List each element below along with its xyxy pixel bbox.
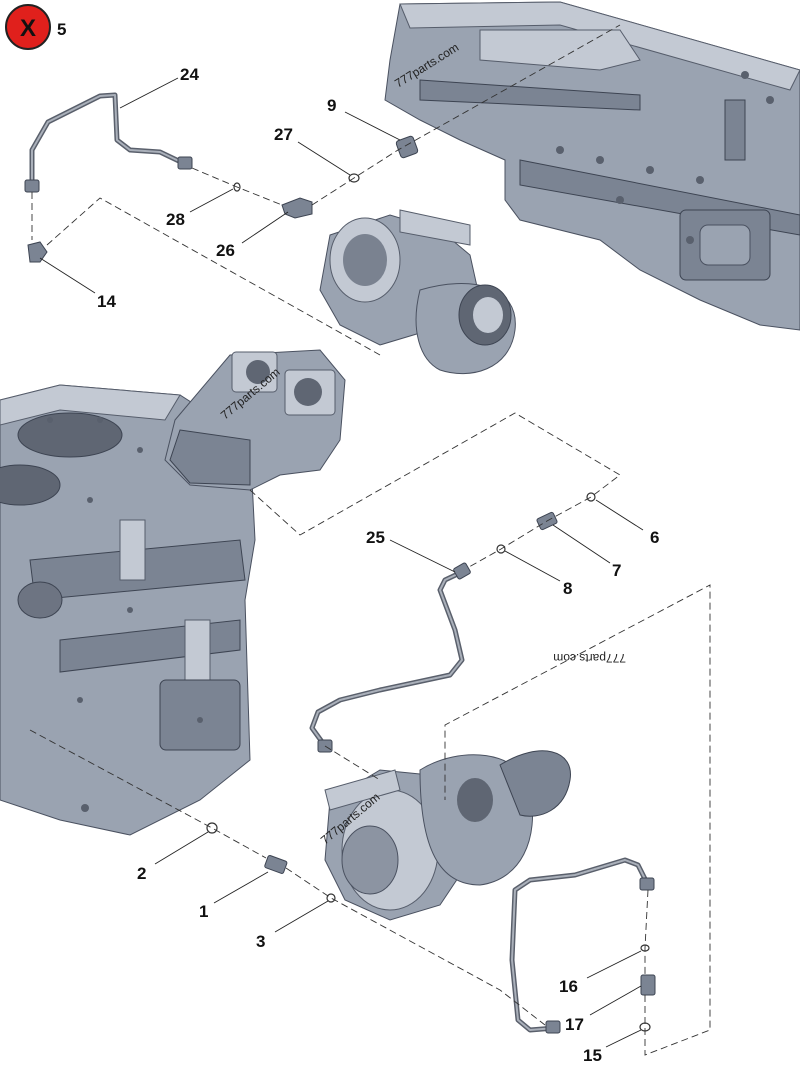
badge-label: 5 <box>57 20 66 39</box>
callout-7: 7 <box>612 561 621 580</box>
callout-26: 26 <box>216 241 235 260</box>
callout-2: 2 <box>137 864 146 883</box>
turbocharger-lower <box>324 750 571 921</box>
callout-17: 17 <box>565 1015 584 1034</box>
union-16-17 <box>640 974 656 996</box>
callout-24: 24 <box>180 65 199 84</box>
callout-1: 1 <box>199 902 208 921</box>
engine-block-lower <box>0 384 256 836</box>
oil-pipe-24 <box>24 92 193 193</box>
callout-28: 28 <box>166 210 185 229</box>
badge-circle <box>5 4 51 50</box>
union-1 <box>264 855 288 874</box>
elbow-fitting-26 <box>281 197 313 219</box>
union-9 <box>395 135 419 159</box>
callout-8: 8 <box>563 579 572 598</box>
callout-labels: 24 9 27 28 26 14 25 6 7 8 2 1 3 16 17 15 <box>97 65 659 1065</box>
engine-block-upper <box>384 1 800 331</box>
callout-25: 25 <box>366 528 385 547</box>
callout-9: 9 <box>327 96 336 115</box>
manifold-adapter <box>164 349 346 491</box>
turbocharger-upper <box>319 209 516 375</box>
callout-14: 14 <box>97 292 116 311</box>
oil-pipe-17 <box>509 857 655 1034</box>
assembly-lines <box>29 24 711 1056</box>
callout-16: 16 <box>559 977 578 996</box>
callout-3: 3 <box>256 932 265 951</box>
removed-marker-badge: X 5 <box>5 4 66 50</box>
banjo-fitting-14 <box>27 241 48 263</box>
watermark-center: 777parts.com <box>553 651 626 665</box>
callout-27: 27 <box>274 125 293 144</box>
leader-lines <box>39 77 644 1048</box>
oil-pipe-25 <box>309 562 471 753</box>
callout-6: 6 <box>650 528 659 547</box>
badge-x-symbol: X <box>20 15 36 42</box>
callout-15: 15 <box>583 1046 602 1065</box>
